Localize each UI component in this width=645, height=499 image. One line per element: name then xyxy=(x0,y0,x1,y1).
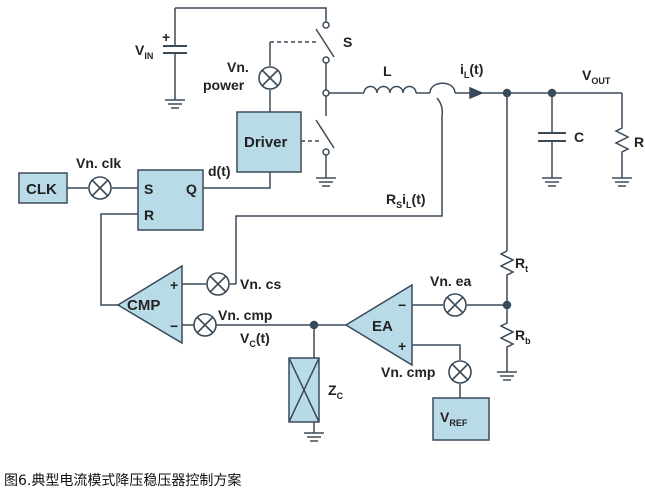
driver-label: Driver xyxy=(244,134,288,151)
vn-cmp-ref-label: Vn. cmp xyxy=(381,364,435,380)
zc-label: ZC xyxy=(328,382,344,401)
sense-label: RSiL(t) xyxy=(386,191,426,210)
clk-label: CLK xyxy=(26,181,57,198)
ea-minus: − xyxy=(398,297,406,313)
ea-triangle xyxy=(344,283,413,367)
noise-source-cmp xyxy=(193,313,217,337)
load-label: R xyxy=(634,134,644,150)
noise-source-power xyxy=(258,66,282,90)
noise-source-ref xyxy=(448,360,472,384)
vn-ea-label: Vn. ea xyxy=(430,273,471,289)
labels: VIN + S Vn. power L iL(t) VOUT C R Drive… xyxy=(26,29,644,428)
cmp-label: CMP xyxy=(127,297,160,314)
vn-power-label-2: power xyxy=(203,77,245,93)
rb-label: Rb xyxy=(515,327,531,346)
cmp-plus: + xyxy=(170,277,178,293)
noise-source-cs xyxy=(206,272,230,296)
ea-label: EA xyxy=(372,318,393,335)
vin-plus: + xyxy=(162,29,170,45)
vin-label: VIN xyxy=(135,42,153,61)
vref-block xyxy=(432,397,490,441)
zc-block xyxy=(288,357,320,423)
inductor-label: L xyxy=(383,63,392,79)
vc-label: VC(t) xyxy=(240,330,270,349)
vn-power-label-1: Vn. xyxy=(227,59,249,75)
cmp-minus: − xyxy=(170,318,178,334)
vout-label: VOUT xyxy=(582,67,611,86)
noise-source-clk xyxy=(88,176,112,200)
vn-cmp-label: Vn. cmp xyxy=(218,307,272,323)
vn-cs-label: Vn. cs xyxy=(240,276,281,292)
vref-label: VREF xyxy=(440,409,468,428)
rt-label: Rt xyxy=(515,255,528,274)
sr-latch-block xyxy=(137,169,204,231)
duty-label: d(t) xyxy=(208,163,231,179)
noise-source-ea xyxy=(443,293,467,317)
cmp-triangle xyxy=(116,264,183,345)
clk-block xyxy=(18,172,68,204)
blocks xyxy=(18,111,490,441)
wires xyxy=(67,7,632,442)
latch-q-label: Q xyxy=(186,181,197,197)
latch-s-label: S xyxy=(144,181,153,197)
vn-clk-label: Vn. clk xyxy=(76,155,121,171)
switch-label: S xyxy=(343,34,352,50)
ea-plus: + xyxy=(398,338,406,354)
current-label: iL(t) xyxy=(460,61,483,80)
driver-block xyxy=(236,111,302,173)
figure-caption: 图6.典型电流模式降压稳压器控制方案 xyxy=(4,473,242,489)
latch-r-label: R xyxy=(144,207,154,223)
noise-sources xyxy=(88,66,472,384)
capacitor-label: C xyxy=(574,129,584,145)
